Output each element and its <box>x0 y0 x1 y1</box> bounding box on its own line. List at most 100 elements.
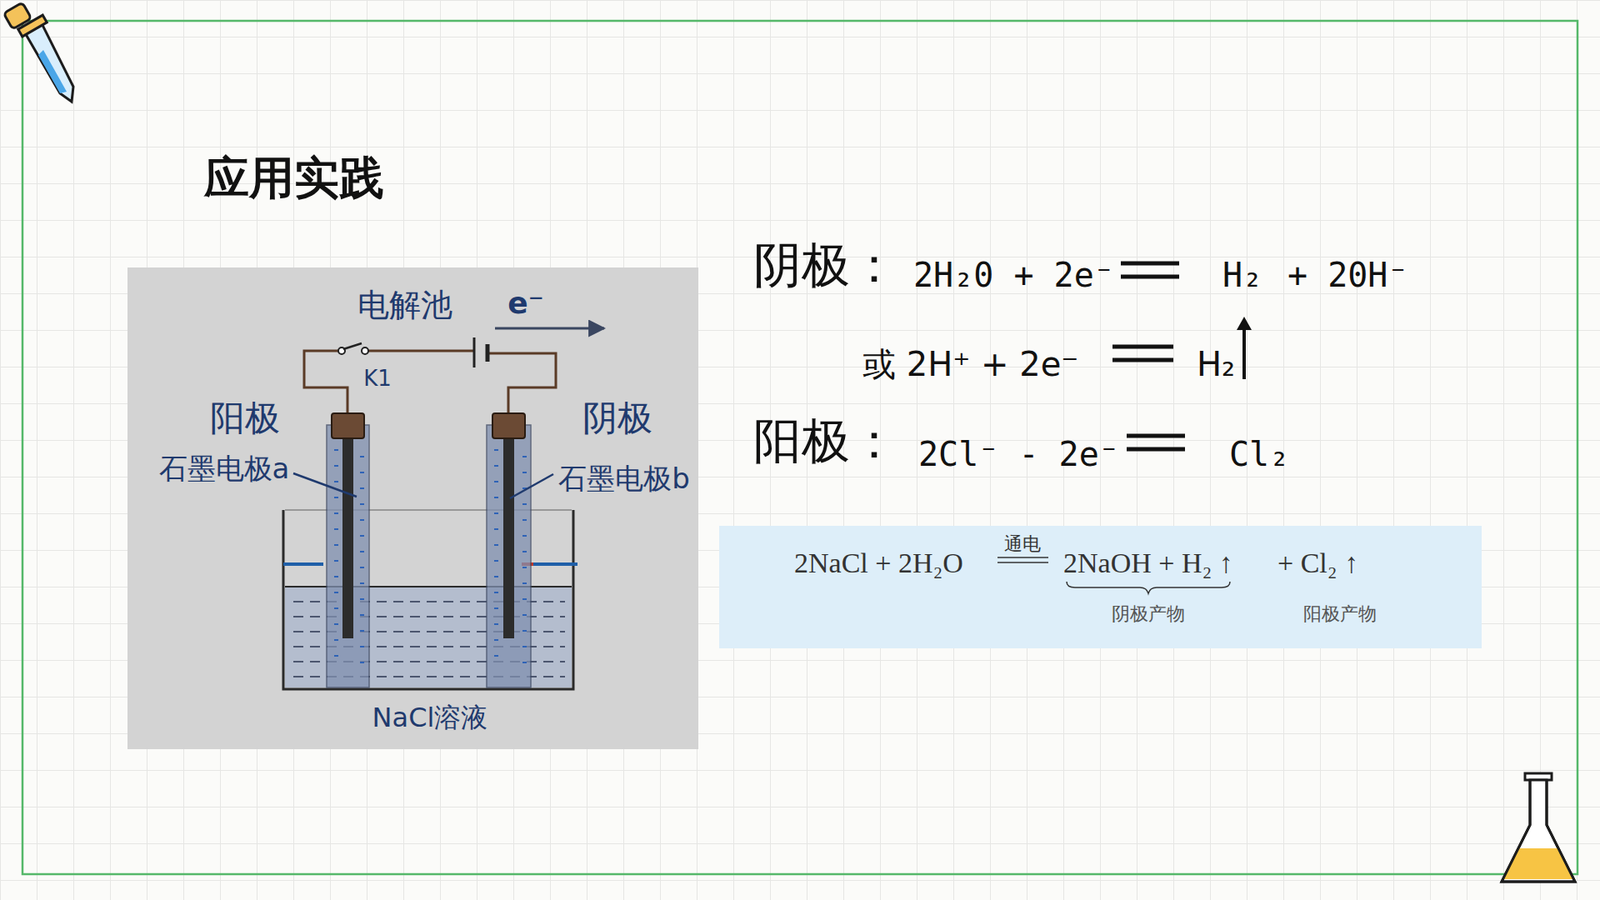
bubble-mark <box>360 566 365 569</box>
leader-line <box>293 473 357 497</box>
equation-text: 2NaOH + H₂ ↑ <box>1063 546 1234 580</box>
switch-lever <box>343 343 362 350</box>
bubble-mark <box>360 519 365 521</box>
equals-bar <box>1120 261 1180 266</box>
electrolysis-cell <box>283 328 605 690</box>
bubble-mark <box>494 449 499 451</box>
electron-arrow <box>495 327 605 330</box>
bubble-mark <box>522 645 527 648</box>
diagram-label: 石墨电极a <box>159 452 290 485</box>
wire <box>304 350 348 414</box>
bubble-mark <box>360 455 365 458</box>
bubble-mark <box>334 607 339 610</box>
equation-box: 2NaCl + 2H₂O通电2NaOH + H₂ ↑+ Cl₂ ↑阴极产物阳极产… <box>719 525 1482 649</box>
bubble-mark <box>360 614 365 616</box>
bubble-mark <box>494 655 499 657</box>
gas-arrow-head <box>1236 316 1252 330</box>
bubble-mark <box>522 566 527 569</box>
equation-label: Cl₂ <box>1229 435 1290 474</box>
equation-label: 阳极： <box>753 413 899 470</box>
diagram-label: e⁻ <box>507 285 544 320</box>
slide-title: 应用实践 <box>204 152 385 205</box>
bubble-mark <box>334 655 339 657</box>
equation-symbols <box>997 263 1252 594</box>
bubble-mark <box>360 471 365 474</box>
equation-label: + 20H⁻ <box>1287 255 1409 295</box>
equals-bar <box>1126 447 1185 452</box>
battery-plate <box>485 344 490 362</box>
bubble-mark <box>522 661 527 664</box>
bubble-mark <box>360 487 365 490</box>
equation-label: H₂ <box>1196 345 1235 384</box>
equation-text: 2NaCl + 2H₂O <box>794 546 964 580</box>
bubble-mark <box>522 598 527 600</box>
bubble-mark <box>360 630 365 632</box>
equation-label: 或 2H⁺ + 2e⁻ <box>862 345 1079 384</box>
bubble-mark <box>360 582 365 585</box>
dropper-icon <box>3 2 74 102</box>
graphite-rod <box>342 433 354 639</box>
bubble-mark <box>334 560 339 562</box>
slide-frame <box>22 20 1578 875</box>
bubble-mark <box>494 465 499 467</box>
equals-bar <box>1120 275 1180 280</box>
bubble-mark <box>360 598 365 600</box>
illustration-panel <box>127 267 699 750</box>
equation-text: 阳极产物 <box>1303 603 1377 625</box>
diagram-label: K1 <box>363 366 392 392</box>
bubble-mark <box>494 607 499 610</box>
equation-label: 2Cl⁻ - 2e⁻ <box>918 435 1120 474</box>
bubble-mark <box>494 480 499 483</box>
equation-text: 通电 <box>1004 533 1041 555</box>
bubble-mark <box>494 496 499 499</box>
diagram-label: 阴极 <box>582 398 653 439</box>
battery-plate <box>473 337 476 368</box>
bubble-mark <box>334 575 339 578</box>
bubble-mark <box>334 528 339 530</box>
electrode-sheath <box>486 425 531 688</box>
bubble-mark <box>360 661 365 664</box>
equation-label: H₂ <box>1222 255 1263 295</box>
bubble-mark <box>334 512 339 515</box>
bubble-mark <box>494 591 499 594</box>
equation-text: 阴极产物 <box>1111 603 1185 625</box>
bubble-mark <box>494 528 499 530</box>
bubble-mark <box>494 639 499 641</box>
bubble-mark <box>522 614 527 616</box>
bubble-mark <box>522 471 527 474</box>
bubble-mark <box>360 645 365 648</box>
diagram-label: 阳极 <box>210 398 280 439</box>
equals-bar <box>1126 434 1185 439</box>
bubble-mark <box>522 550 527 553</box>
bubble-mark <box>522 519 527 521</box>
gas-arrow <box>1242 326 1246 380</box>
equation-label: 阴极： <box>753 237 899 294</box>
bubble-mark <box>522 630 527 632</box>
wire <box>365 350 475 353</box>
diagram-label: 石墨电极b <box>558 462 690 495</box>
equals-bar <box>1112 358 1174 363</box>
illustration-panel-node: 电解池e⁻K1阳极石墨电极a阴极石墨电极bNaCl溶液 <box>127 267 699 750</box>
bubble-mark <box>334 465 339 467</box>
bubble-mark <box>360 503 365 505</box>
equals-bar <box>997 556 1049 559</box>
bubble-mark <box>334 449 339 451</box>
level-mark <box>283 562 324 566</box>
flask-icon <box>1501 773 1575 882</box>
bubble-mark <box>522 535 527 537</box>
bubble-mark <box>334 544 339 546</box>
bubble-mark <box>334 496 339 499</box>
product-brace <box>1066 581 1230 594</box>
gas-bubbles <box>334 450 527 663</box>
bubble-mark <box>334 639 339 641</box>
diagram-label: 电解池 <box>357 287 453 325</box>
switch-contact <box>361 347 369 355</box>
bubble-mark <box>360 550 365 553</box>
bubble-mark <box>522 503 527 505</box>
bubble-mark <box>494 560 499 562</box>
leader-line <box>510 474 554 499</box>
bubble-mark <box>522 455 527 458</box>
electrode-sheath <box>326 425 370 688</box>
graphite-rod <box>503 433 515 639</box>
bubble-mark <box>494 544 499 546</box>
